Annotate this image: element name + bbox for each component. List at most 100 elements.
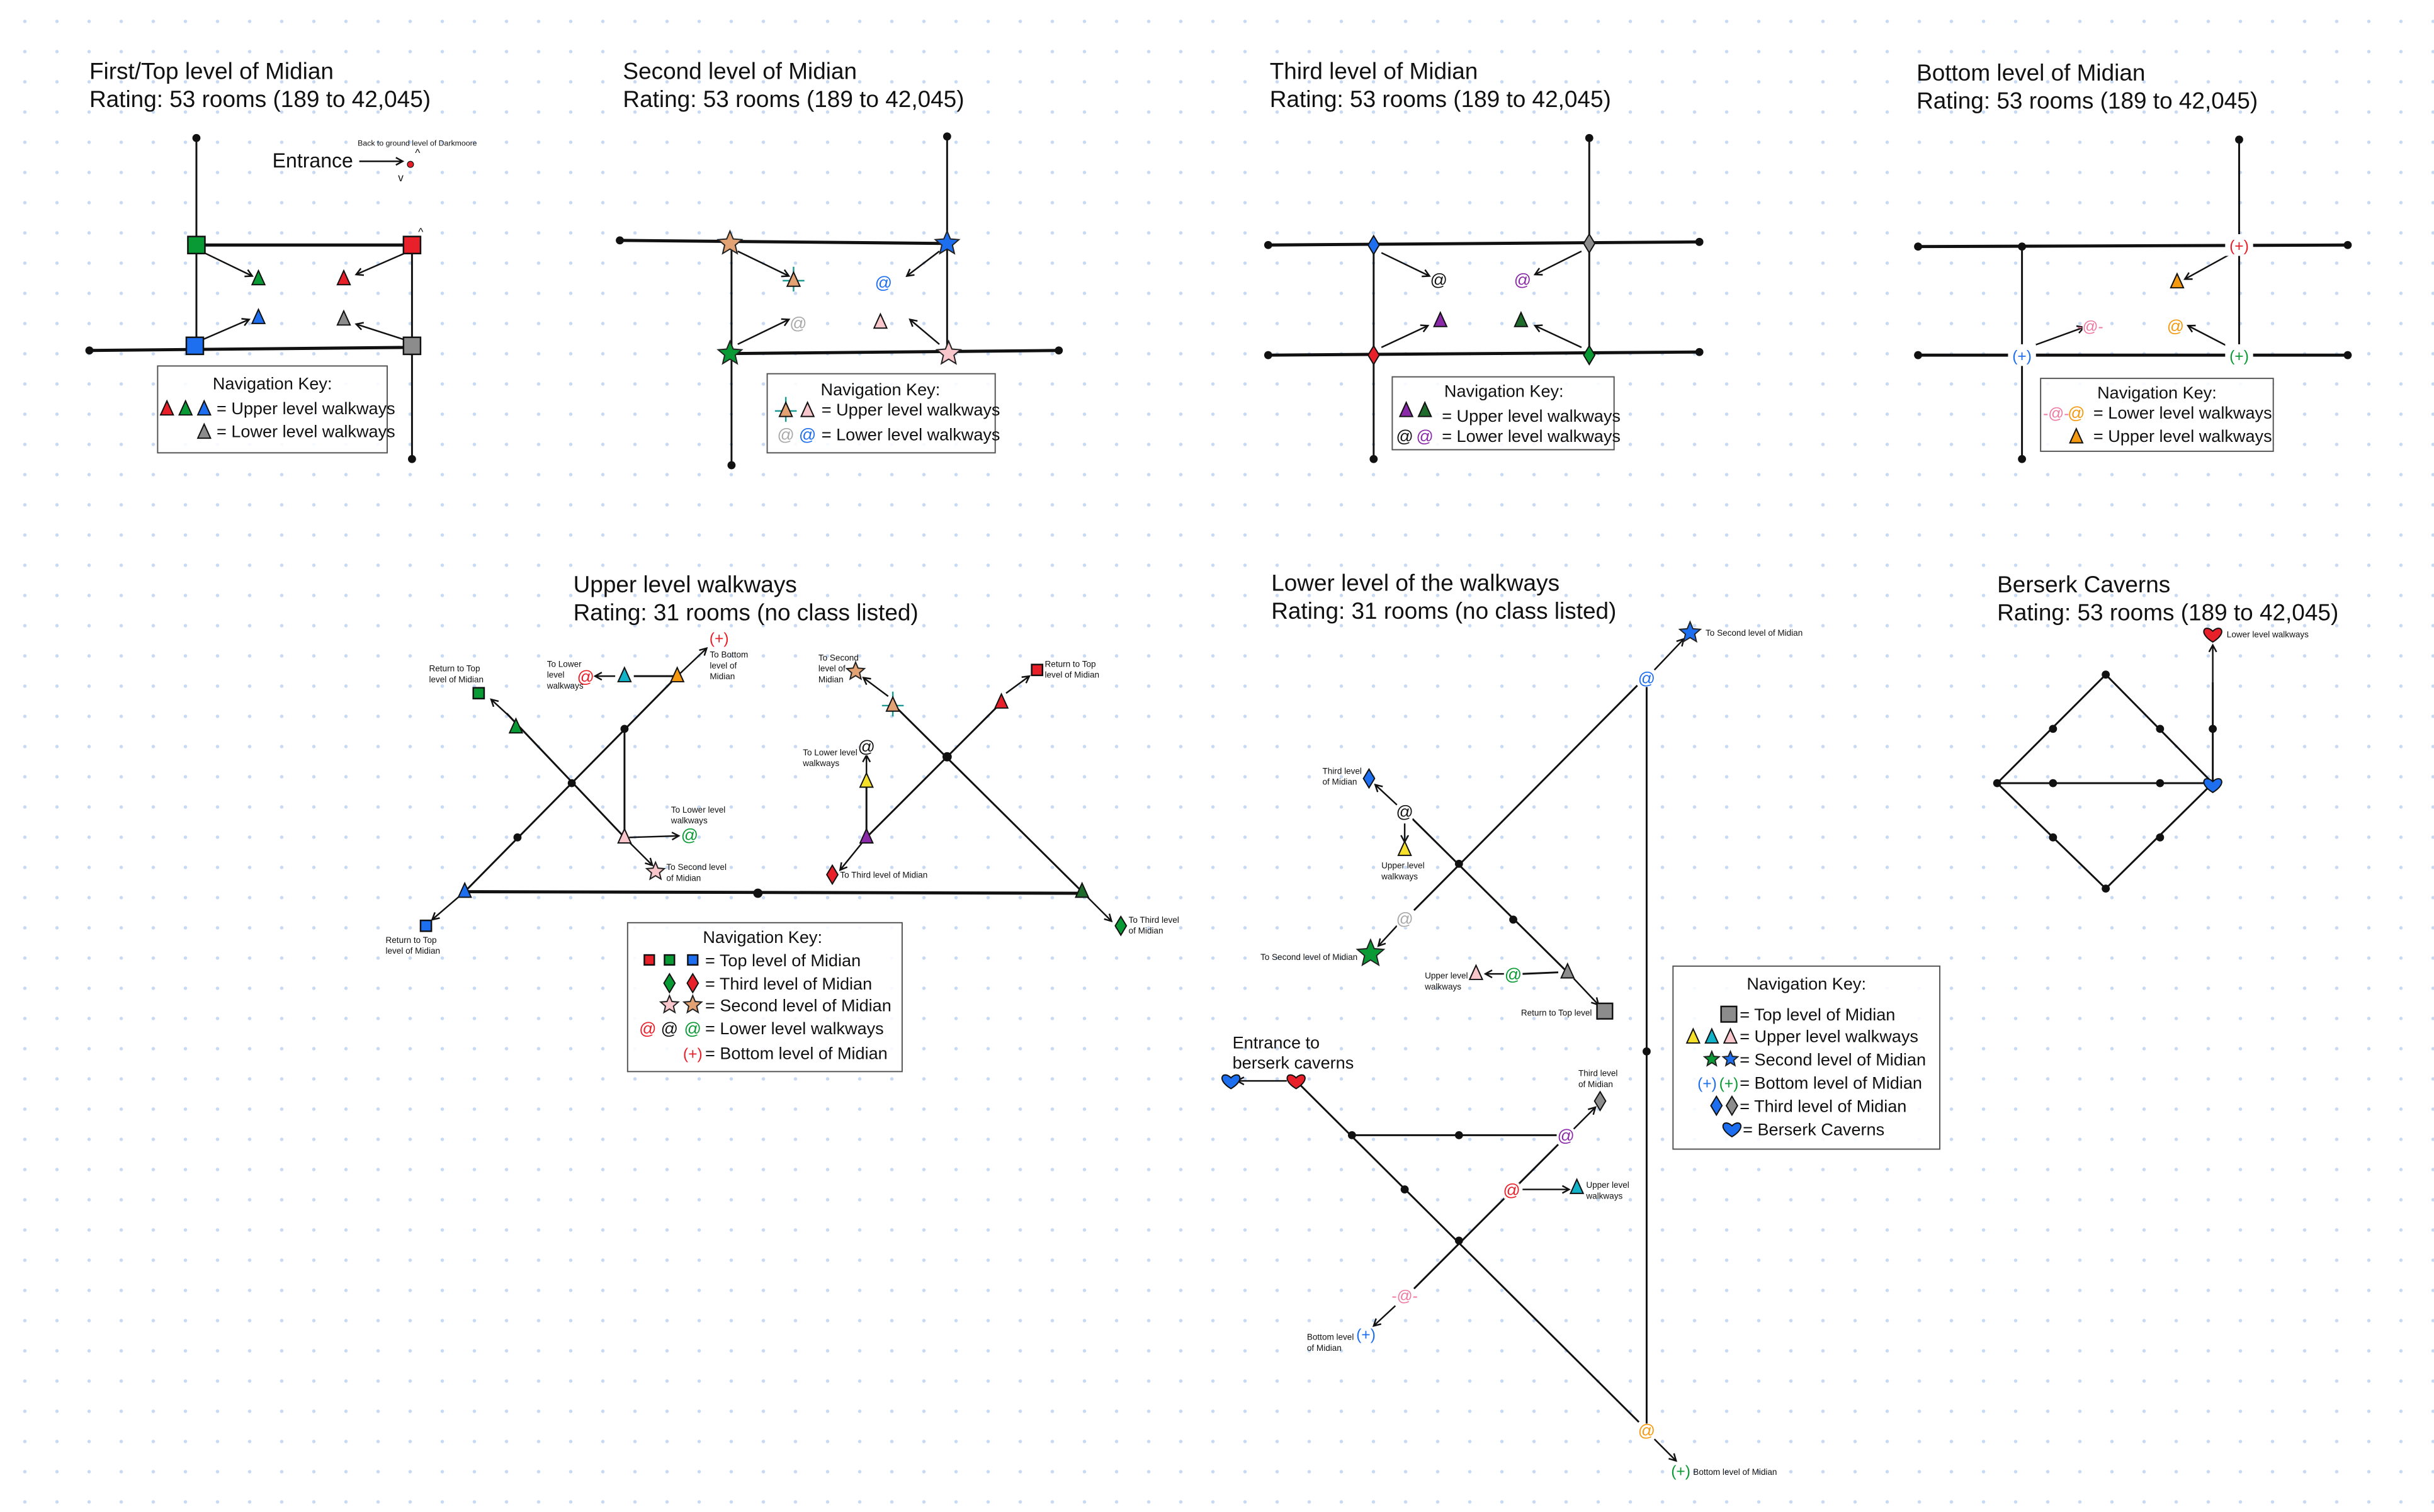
path-line: [1413, 1144, 1559, 1290]
map-label: level of Midian: [429, 675, 484, 684]
junction-dot: [1264, 240, 1272, 249]
triangle-marker-icon: [457, 881, 472, 898]
arrow-head-icon: [241, 318, 251, 326]
map-label: To Third level: [1129, 915, 1179, 925]
triangle-marker-icon: [885, 696, 900, 712]
key-row: = Bottom level of Midian: [705, 1044, 888, 1063]
symbol-backdrop: [1396, 911, 1413, 928]
key-row: = Lower level walkways: [2093, 403, 2272, 422]
path-line: [909, 319, 940, 345]
junction-dot: [942, 752, 952, 762]
panel-title: Lower level of the walkways: [1271, 570, 1559, 596]
triangle-marker-icon: [778, 400, 793, 417]
key-row: = Third level of Midian: [705, 974, 872, 993]
symbol-backdrop: [1505, 968, 1521, 983]
path-line: [1534, 325, 1582, 348]
junction-dot: [753, 888, 763, 898]
map-label: of Midian: [1129, 926, 1163, 935]
arrow-head-icon: [490, 698, 499, 708]
path-line: [737, 250, 790, 277]
triangle-marker-icon: [1514, 311, 1529, 327]
junction-dot: [85, 346, 94, 355]
arrow-head-icon: [671, 832, 681, 841]
path-line: [356, 323, 405, 341]
map-label: of Midian: [666, 873, 701, 883]
junction-dot: [2209, 725, 2217, 733]
map-label: To Second level of Midian: [1260, 952, 1357, 962]
map-label: level of: [710, 661, 737, 670]
map-label: To Lower level: [803, 748, 858, 757]
junction-dot: [1914, 242, 1922, 251]
junction-dot: [727, 461, 736, 470]
triangle-marker-icon: [159, 399, 174, 416]
map-label: Third level: [1323, 766, 1362, 776]
symbol-icon: @: [777, 425, 795, 444]
key-row: = Berserk Caverns: [1743, 1119, 1884, 1139]
key-title: Navigation Key:: [703, 927, 822, 947]
map-label: Midian: [818, 675, 844, 684]
key-row: = Top level of Midian: [705, 951, 861, 970]
triangle-marker-icon: [786, 270, 801, 287]
lower-walkway-icon: @: [639, 1018, 657, 1038]
symbol-icon: @: [1514, 269, 1532, 289]
path-line: [730, 349, 1059, 356]
key-row: = Top level of Midian: [1740, 1005, 1895, 1024]
arrow-head-icon: [905, 268, 915, 278]
panel-rating: Rating: 53 rooms (189 to 42,045): [1916, 87, 2258, 113]
arrow-head-icon: [1372, 1318, 1382, 1328]
panel-title: Berserk Caverns: [1997, 572, 2170, 597]
symbol-backdrop: [1639, 671, 1655, 687]
triangle-marker-icon: [1685, 1027, 1701, 1044]
arrow-head-icon: [781, 269, 791, 278]
map-label: To Second level of Midian: [1706, 628, 1803, 638]
heart-marker-icon: [1286, 1074, 1306, 1090]
star-marker-icon: [1678, 620, 1702, 643]
symbol-icon: @: [1396, 908, 1413, 928]
arrow-head-icon: [909, 318, 918, 327]
triangle-marker-icon: [617, 827, 632, 844]
path-line: [629, 835, 679, 838]
key-row: = Upper level walkways: [217, 398, 395, 418]
symbol-backdrop: [1396, 804, 1413, 821]
junction-dot: [616, 236, 624, 245]
junction-dot: [2156, 779, 2165, 787]
panel-rating: Rating: 53 rooms (189 to 42,045): [1270, 86, 1611, 112]
path-line: [620, 239, 948, 245]
map-label: level: [547, 670, 565, 680]
junction-dot: [567, 779, 576, 787]
map-label: walkways: [802, 759, 839, 768]
diamond-marker-icon: [1114, 915, 1128, 937]
junction-dot: [1509, 915, 1517, 924]
path-line: [1005, 675, 1030, 694]
map-label: Return to Top: [386, 935, 437, 945]
symbol-icon: @: [1558, 1126, 1575, 1145]
arrow-head-icon: [2183, 272, 2193, 280]
bottom-level-marker-icon: (+): [1356, 1327, 1376, 1344]
triangle-marker-icon: [251, 269, 266, 286]
map-label: berserk caverns: [1233, 1052, 1354, 1072]
panel-rating: Rating: 53 rooms (189 to 42,045): [89, 86, 431, 112]
triangle-marker-icon: [1723, 1027, 1738, 1044]
path-line: [906, 251, 940, 277]
junction-dot: [2102, 670, 2110, 679]
triangle-marker-icon: [1569, 1178, 1585, 1194]
lower-walkway-icon: -@-: [2043, 405, 2069, 422]
arrow-head-icon: [862, 677, 871, 685]
panel-title: Bottom level of Midian: [1916, 60, 2145, 86]
junction-dot: [1643, 1047, 1651, 1056]
symbol-icon: @: [1638, 668, 1656, 687]
key-row: = Lower level walkways: [822, 425, 1000, 444]
junction-dot: [1993, 779, 2001, 787]
symbol-icon: @: [799, 425, 817, 444]
symbol-icon: @: [681, 825, 699, 844]
diamond-marker-icon: [686, 973, 699, 994]
symbol-backdrop: [578, 670, 594, 685]
panel-rating: Rating: 31 rooms (no class listed): [574, 599, 919, 625]
symbol-icon: @: [1396, 801, 1413, 821]
map-label: Upper level: [1381, 861, 1424, 871]
path-line: [1413, 684, 1638, 911]
junction-dot: [942, 132, 951, 141]
path-line: [863, 677, 889, 697]
star-marker-icon: [716, 229, 744, 255]
triangle-marker-icon: [251, 308, 266, 324]
